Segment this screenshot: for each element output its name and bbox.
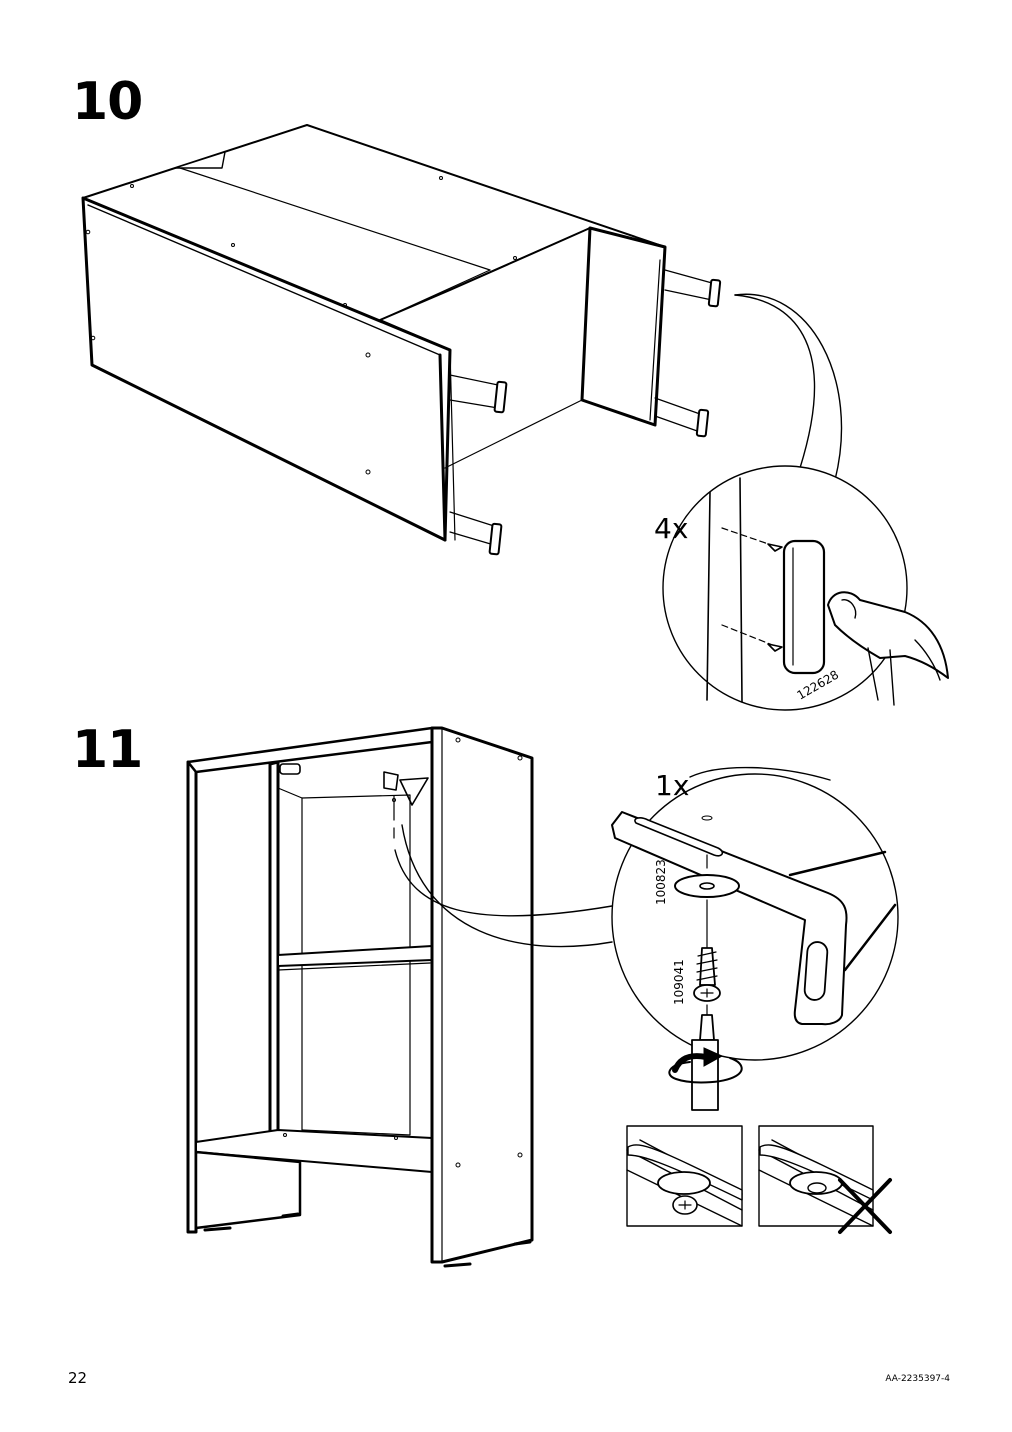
step-number-11: 11 [72, 720, 143, 780]
document-code: AA-2235397-4 [885, 1374, 950, 1384]
glide-detail-callout [662, 465, 949, 711]
rotate-clockwise-icon [668, 1047, 743, 1084]
part-number-100823: 100823 [654, 859, 668, 905]
quantity-label-4x: 4x [654, 512, 688, 545]
glide-parts [449, 269, 722, 556]
cabinet-lying-illustration [81, 124, 843, 556]
incorrect-result-example [758, 1125, 892, 1234]
correct-result-example [626, 1125, 743, 1227]
hammer-icon [827, 591, 949, 706]
quantity-label-1x: 1x [655, 769, 689, 802]
part-number-109041: 109041 [672, 959, 686, 1005]
cross-icon [838, 1178, 892, 1234]
cabinet-upright-illustration [186, 726, 534, 1268]
step-number-10: 10 [72, 72, 143, 132]
page-number: 22 [68, 1369, 88, 1387]
bracket-detail-callout [611, 773, 899, 1111]
